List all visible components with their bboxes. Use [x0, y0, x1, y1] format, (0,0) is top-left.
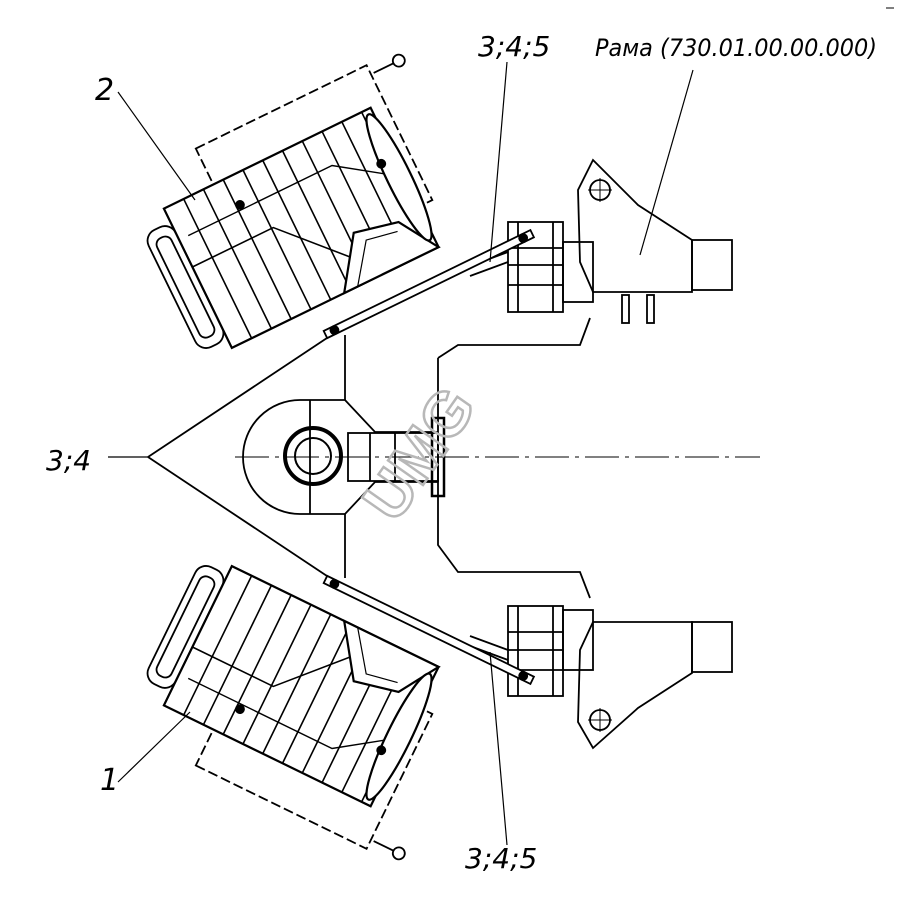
leader-lines — [108, 61, 694, 846]
frame-top — [469, 158, 733, 324]
label-ref-top: 3;4;5 — [478, 30, 550, 63]
label-item-2: 2 — [95, 73, 114, 108]
frame-bottom — [469, 605, 733, 750]
label-frame: Рама (730.01.00.00.000) — [595, 34, 877, 62]
label-ref-bottom: 3;4;5 — [465, 842, 537, 875]
wheel-assembly-2 — [146, 53, 536, 350]
wheel-assembly-1 — [146, 564, 536, 861]
label-item-1: 1 — [100, 763, 119, 798]
label-ref-left: 3;4 — [46, 444, 91, 477]
center-body — [147, 317, 591, 599]
